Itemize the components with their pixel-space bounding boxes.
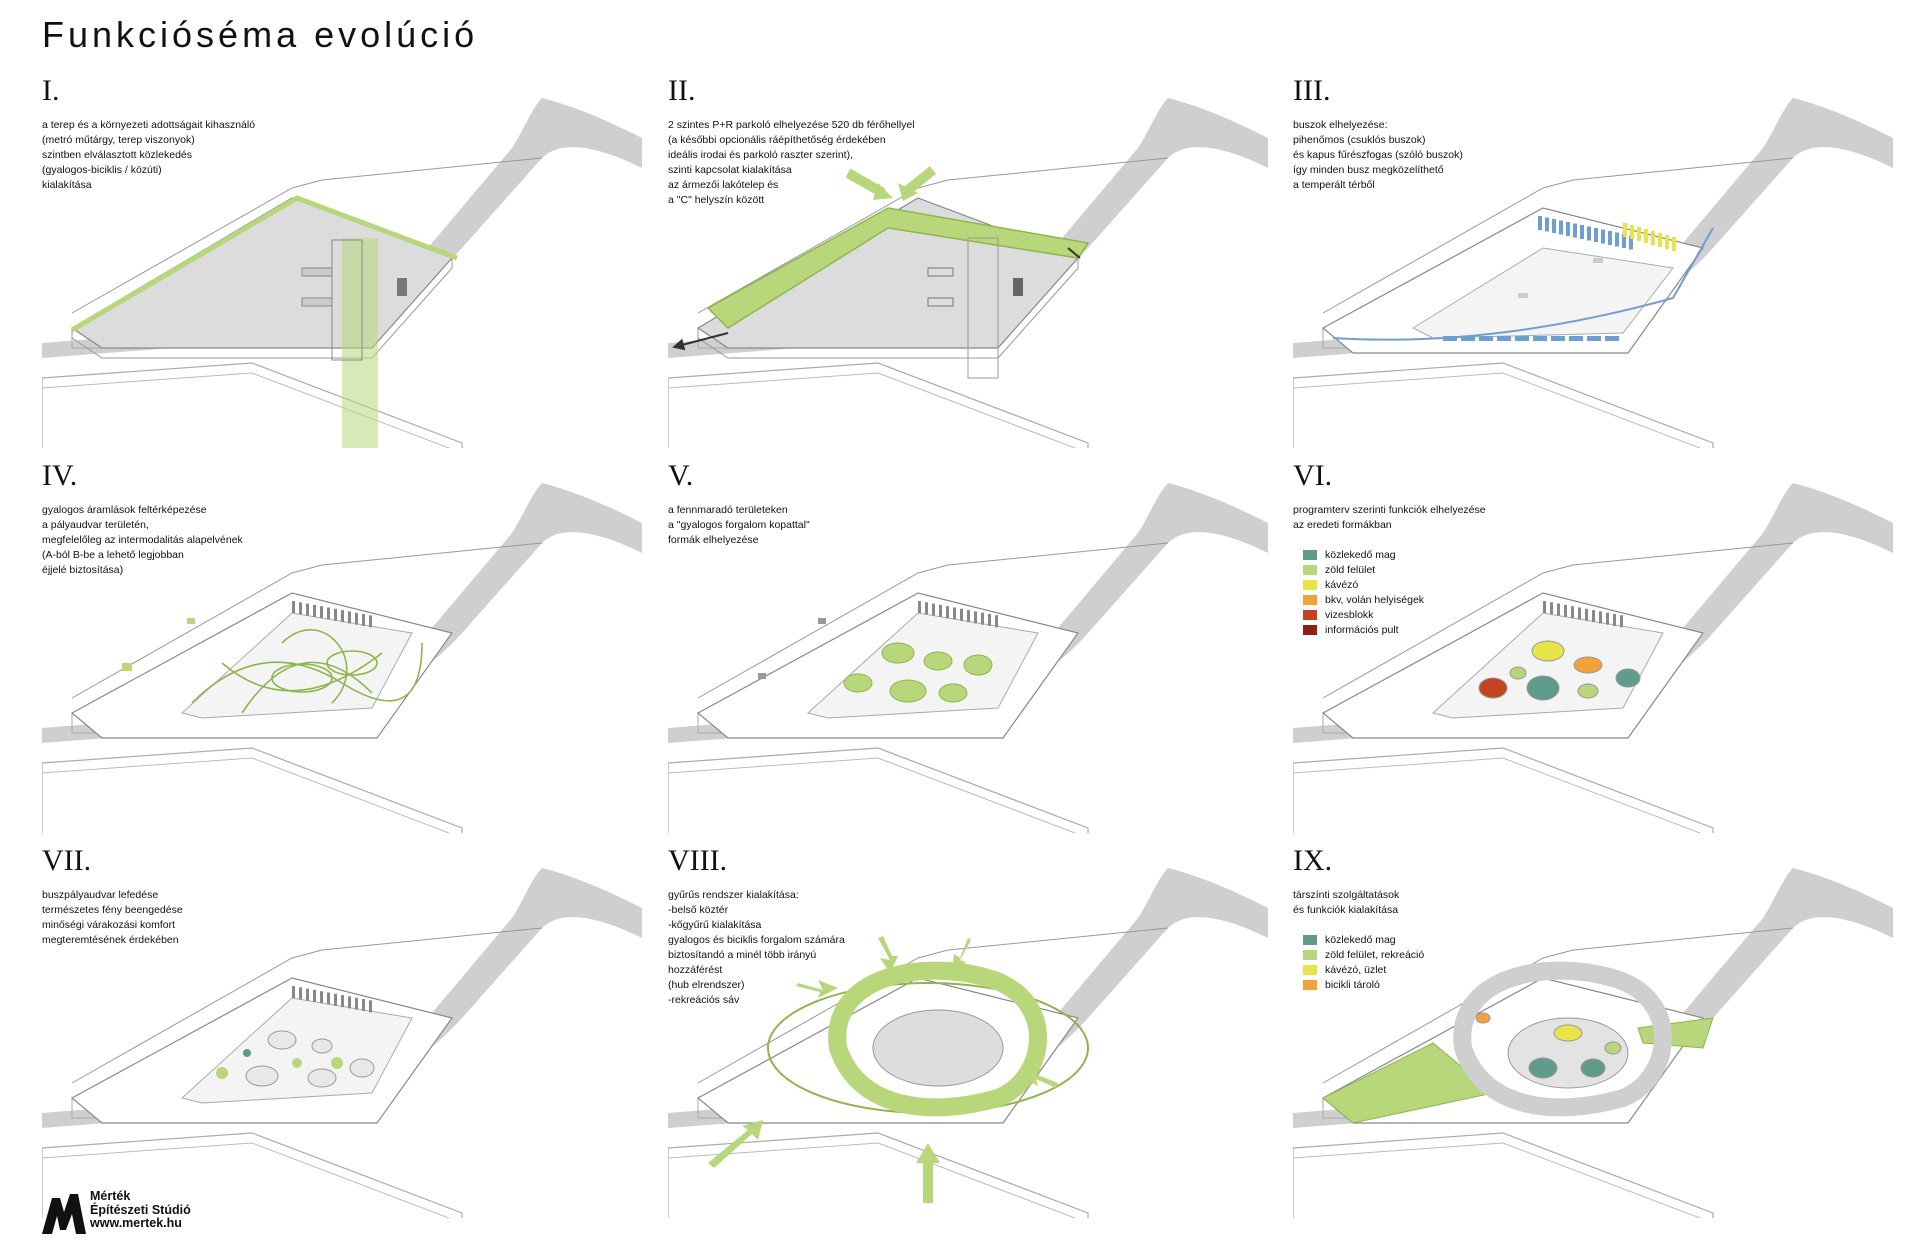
studio-logo: Mérték Építészeti Stúdió www.mertek.hu <box>42 1189 242 1236</box>
panel-description: a terep és a környezeti adottságait kiha… <box>42 119 256 191</box>
legend: közlekedő mag zöld felület kávézó bkv, volá… <box>1303 547 1424 637</box>
legend: közlekedő mag zöld felület, rekreáció kávé… <box>1303 932 1424 992</box>
site-axonometric <box>1293 868 1893 1218</box>
legend-item: közlekedő mag <box>1303 932 1424 947</box>
legend-swatch <box>1303 549 1317 560</box>
legend-label: zöld felület, rekreáció <box>1325 948 1425 961</box>
diagram-panel-1: I. a terep és a környezeti adottságait k… <box>42 74 642 448</box>
diagram-panel-6: VI. programterv szerinti funkciók elhely… <box>1293 459 1893 833</box>
diagram-panel-8: VIII. gyűrűs rendszer kialakítása: -bels… <box>668 844 1268 1218</box>
legend-swatch <box>1303 934 1317 945</box>
site-axonometric <box>42 98 642 448</box>
panel-description: buszpályaudvar lefedése természetes fény… <box>42 889 183 946</box>
site-axonometric <box>1293 98 1893 448</box>
panel-description: programterv szerinti funkciók elhelyezés… <box>1293 504 1486 531</box>
legend-swatch <box>1303 579 1317 590</box>
diagram-panel-4: IV. gyalogos áramlások feltérképezése a … <box>42 459 642 833</box>
legend-swatch <box>1303 949 1317 960</box>
panel-numeral: V. <box>668 459 694 492</box>
legend-label: zöld felület <box>1325 563 1376 576</box>
diagram-panel-7: VII. buszpályaudvar lefedése természetes… <box>42 844 642 1218</box>
panel-numeral: II. <box>668 74 696 107</box>
legend-label: közlekedő mag <box>1325 548 1396 561</box>
panel-description: gyalogos áramlások feltérképezése a pály… <box>42 504 243 576</box>
panel-description: 2 szintes P+R parkoló elhelyezése 520 db… <box>668 119 915 206</box>
legend-item: vizesblokk <box>1303 607 1424 622</box>
logo-text: Mérték Építészeti Stúdió www.mertek.hu <box>90 1189 191 1230</box>
legend-label: bicikli tároló <box>1325 978 1380 991</box>
site-axonometric <box>1293 483 1893 833</box>
legend-item: zöld felület <box>1303 562 1424 577</box>
legend-label: kávézó <box>1325 578 1359 591</box>
legend-item: bkv, volán helyiségek <box>1303 592 1424 607</box>
diagram-panel-5: V. a fennmaradó területeken a "gyalogos … <box>668 459 1268 833</box>
panel-numeral: III. <box>1293 74 1331 107</box>
site-axonometric <box>668 98 1268 448</box>
legend-swatch <box>1303 594 1317 605</box>
legend-label: információs pult <box>1325 623 1399 636</box>
legend-label: bkv, volán helyiségek <box>1325 593 1425 606</box>
site-axonometric <box>668 868 1268 1218</box>
legend-item: információs pult <box>1303 622 1424 637</box>
legend-item: bicikli tároló <box>1303 977 1424 992</box>
diagram-panel-2: II. 2 szintes P+R parkoló elhelyezése 52… <box>668 74 1268 448</box>
page-title: Funkcióséma evolúció <box>42 14 479 55</box>
panel-description: buszok elhelyezése: pihenőmos (csuklós b… <box>1293 119 1463 191</box>
legend-item: zöld felület, rekreáció <box>1303 947 1424 962</box>
legend-item: kávézó, üzlet <box>1303 962 1424 977</box>
legend-item: kávézó <box>1303 577 1424 592</box>
panel-numeral: I. <box>42 74 60 107</box>
panel-description: a fennmaradó területeken a "gyalogos for… <box>668 504 810 546</box>
site-axonometric <box>42 868 642 1218</box>
legend-swatch <box>1303 979 1317 990</box>
legend-swatch <box>1303 609 1317 620</box>
site-axonometric <box>42 483 642 833</box>
panel-numeral: VIII. <box>668 844 728 877</box>
legend-item: közlekedő mag <box>1303 547 1424 562</box>
legend-label: kávézó, üzlet <box>1325 963 1387 976</box>
diagram-panel-9: IX. társzínti szolgáltatások és funkciók… <box>1293 844 1893 1218</box>
panel-numeral: IV. <box>42 459 78 492</box>
bridge-path <box>342 238 378 448</box>
diagram-panel-3: III. buszok elhelyezése: pihenőmos (csuk… <box>1293 74 1893 448</box>
panel-description: társzínti szolgáltatások és funkciók kia… <box>1293 889 1400 916</box>
legend-swatch <box>1303 624 1317 635</box>
panel-numeral: IX. <box>1293 844 1333 877</box>
panel-numeral: VI. <box>1293 459 1333 492</box>
legend-swatch <box>1303 964 1317 975</box>
panel-description: gyűrűs rendszer kialakítása: -belső közt… <box>668 889 845 1006</box>
panel-numeral: VII. <box>42 844 92 877</box>
legend-label: közlekedő mag <box>1325 933 1396 946</box>
site-axonometric <box>668 483 1268 833</box>
m-logo-icon <box>42 1194 86 1234</box>
legend-label: vizesblokk <box>1325 608 1374 621</box>
legend-swatch <box>1303 564 1317 575</box>
